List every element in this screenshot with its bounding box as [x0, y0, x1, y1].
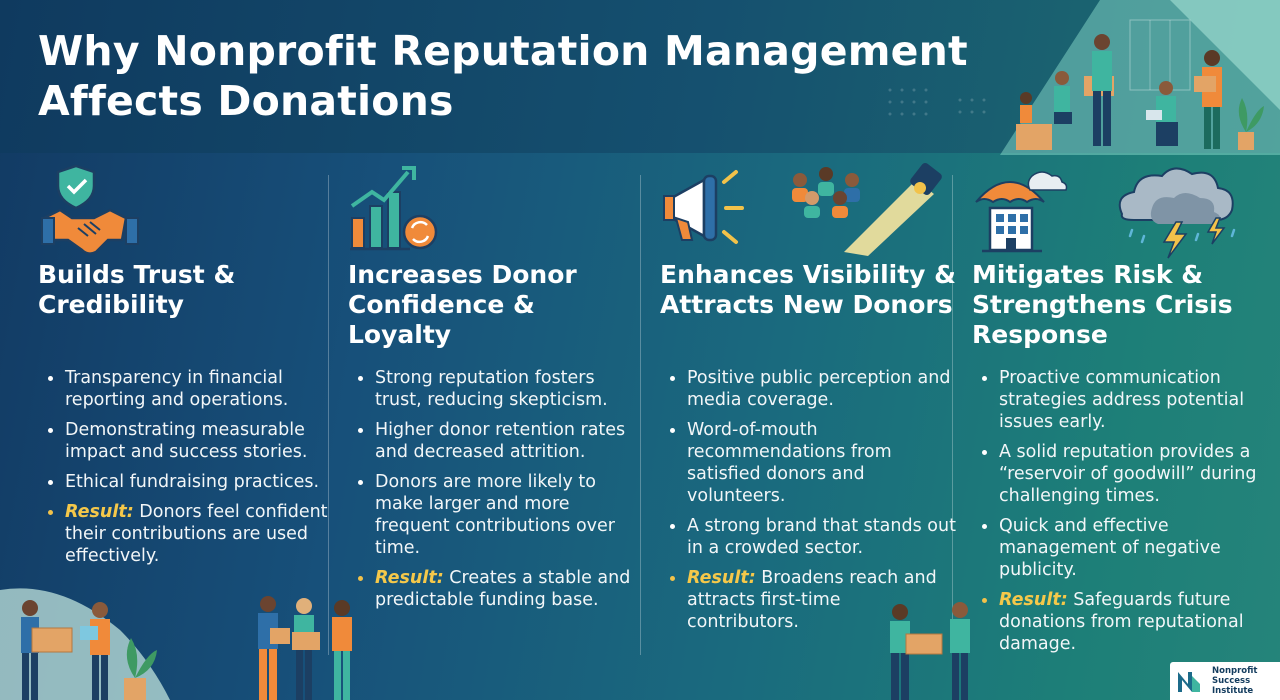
volunteers-bottom-right-illustration: [890, 602, 970, 700]
column-trust-credibility: Builds Trust & Credibility Transparency …: [38, 160, 334, 680]
result-text: Safeguards future donations from reputat…: [999, 590, 1244, 654]
bullet-list: Positive public perception and media cov…: [660, 367, 956, 641]
nonprofit-success-institute-logo: Nonprofit Success Institute: [1170, 662, 1280, 700]
list-item: Demonstrating measurable impact and succ…: [38, 419, 334, 463]
volunteers-hero-illustration: [1000, 0, 1280, 155]
result-item: Result: Donors feel confident their cont…: [38, 501, 334, 567]
column-title: Increases Donor Confidence & Loyalty: [348, 260, 577, 349]
page-title: Why Nonprofit Reputation Management Affe…: [38, 26, 1038, 126]
result-item: Result: Safeguards future donations from…: [972, 589, 1268, 655]
megaphone-icon: [663, 170, 744, 244]
list-item: Strong reputation fosters trust, reducin…: [348, 367, 644, 411]
growth-chart-icon: [350, 166, 438, 251]
result-text: Donors feel confident their contribution…: [65, 502, 328, 566]
column-divider: [640, 175, 641, 655]
column-visibility: Enhances Visibility & Attracts New Donor…: [660, 160, 956, 680]
result-label: Result:: [999, 590, 1068, 610]
spotlight-icon: [844, 162, 942, 256]
volunteers-bottom-left-illustration: [0, 588, 170, 700]
list-item: Higher donor retention rates and decreas…: [348, 419, 644, 463]
list-item: Donors are more likely to make larger an…: [348, 471, 644, 559]
umbrella-building-icon: [975, 171, 1068, 253]
logo-line-2: Success: [1212, 676, 1251, 686]
list-item: Positive public perception and media cov…: [660, 367, 956, 411]
column-divider: [952, 175, 953, 655]
column-title: Enhances Visibility & Attracts New Donor…: [660, 260, 956, 319]
list-item: A solid reputation provides a “reservoir…: [972, 441, 1268, 507]
bullet-list: Proactive communication strategies addre…: [972, 367, 1268, 663]
result-text: Creates a stable and predictable funding…: [375, 568, 631, 610]
list-item: Ethical fundraising practices.: [38, 471, 334, 493]
bullet-list: Strong reputation fosters trust, reducin…: [348, 367, 644, 619]
title-line-1: Why Nonprofit Reputation Management: [38, 27, 968, 75]
handshake-shield-icon: [41, 164, 139, 255]
list-item: Transparency in financial reporting and …: [38, 367, 334, 411]
logo-line-1: Nonprofit: [1212, 666, 1258, 676]
logo-line-3: Institute: [1212, 686, 1254, 696]
result-item: Result: Broadens reach and attracts firs…: [660, 567, 956, 633]
result-item: Result: Creates a stable and predictable…: [348, 567, 644, 611]
audience-group-icon: [792, 167, 860, 218]
result-label: Result:: [375, 568, 444, 588]
result-label: Result:: [65, 502, 134, 522]
list-item: Proactive communication strategies addre…: [972, 367, 1268, 433]
storm-cloud-icon: [1118, 167, 1236, 259]
column-title: Builds Trust & Credibility: [38, 260, 236, 319]
list-item: Quick and effective management of negati…: [972, 515, 1268, 581]
list-item: Word-of-mouth recommendations from satis…: [660, 419, 956, 507]
bullet-list: Transparency in financial reporting and …: [38, 367, 334, 575]
column-title: Mitigates Risk & Strengthens Crisis Resp…: [972, 260, 1233, 349]
column-risk-mitigation: Mitigates Risk & Strengthens Crisis Resp…: [972, 160, 1268, 680]
list-item: A strong brand that stands out in a crow…: [660, 515, 956, 559]
volunteers-bottom-center-illustration: [258, 596, 352, 700]
result-text: Broadens reach and attracts first-time c…: [687, 568, 937, 632]
logo-mark-icon: [1178, 672, 1200, 692]
column-divider: [328, 175, 329, 655]
dot-grid-decoration: [888, 88, 986, 116]
column-donor-confidence: Increases Donor Confidence & Loyalty Str…: [348, 160, 644, 680]
title-line-2: Affects Donations: [38, 77, 454, 125]
result-label: Result:: [687, 568, 756, 588]
